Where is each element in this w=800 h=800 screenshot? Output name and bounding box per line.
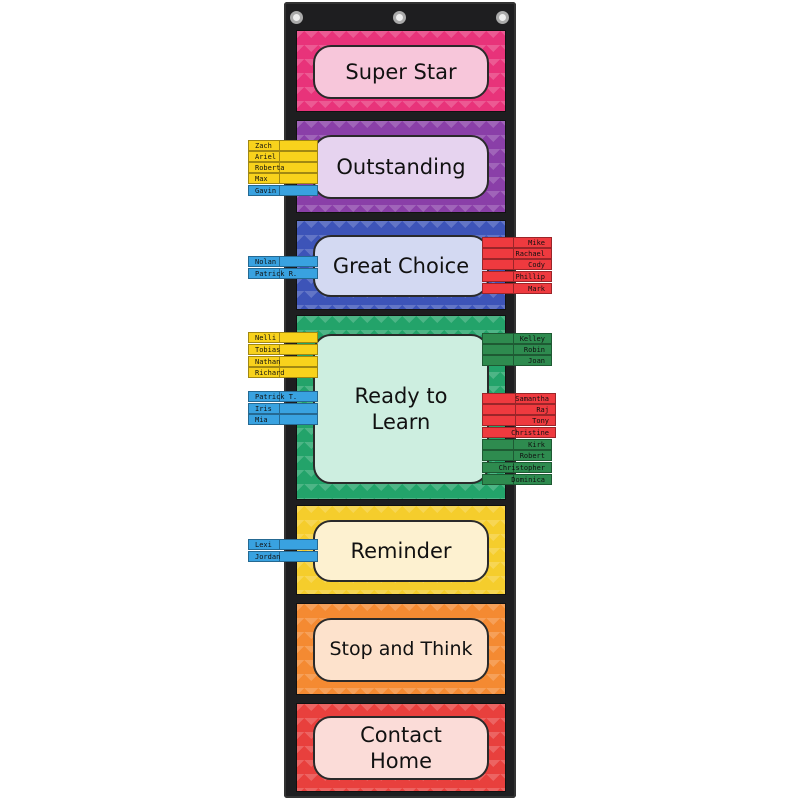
grommet-left-icon xyxy=(290,11,303,24)
clip-name[interactable]: Christine xyxy=(482,427,556,438)
clip-name[interactable]: Robert xyxy=(482,450,552,461)
clip-name[interactable]: Christopher xyxy=(482,462,552,473)
clip-name[interactable]: Lexi xyxy=(248,539,318,550)
clip-name[interactable]: Zach xyxy=(248,140,318,151)
clip-name[interactable]: Phillip xyxy=(482,271,552,282)
clip-name[interactable]: Jordan xyxy=(248,551,318,562)
clip-name[interactable]: Raj xyxy=(482,404,556,415)
card-label: Reminder xyxy=(313,520,489,582)
card-outstanding: Outstanding xyxy=(296,120,506,213)
card-contact-home: Contact Home xyxy=(296,703,506,792)
card-label: Stop and Think xyxy=(313,618,489,682)
card-label: Outstanding xyxy=(313,135,489,199)
card-label: Contact Home xyxy=(313,716,489,780)
card-super-star: Super Star xyxy=(296,30,506,112)
clip-name[interactable]: Joan xyxy=(482,355,552,366)
clip-name[interactable]: Rachael xyxy=(482,248,552,259)
card-label: Great Choice xyxy=(313,235,489,297)
card-reminder: Reminder xyxy=(296,505,506,595)
clip-name[interactable]: Mark xyxy=(482,283,552,294)
clip-name[interactable]: Nolan xyxy=(248,256,318,267)
clip-name[interactable]: Richard xyxy=(248,367,318,378)
clip-name[interactable]: Kelley xyxy=(482,333,552,344)
clip-name[interactable]: Kirk xyxy=(482,439,552,450)
clip-name[interactable]: Tobias xyxy=(248,344,318,355)
clip-name[interactable]: Nathan xyxy=(248,356,318,367)
clip-name[interactable]: Cody xyxy=(482,259,552,270)
clip-name[interactable]: Patrick T. xyxy=(248,391,318,402)
clip-name[interactable]: Iris xyxy=(248,403,318,414)
clip-name[interactable]: Nelli xyxy=(248,332,318,343)
clip-name[interactable]: Dominica xyxy=(482,474,552,485)
grommet-center-icon xyxy=(393,11,406,24)
clip-name[interactable]: Ariel xyxy=(248,151,318,162)
clip-name[interactable]: Robin xyxy=(482,344,552,355)
clip-name[interactable]: Max xyxy=(248,173,318,184)
clip-name[interactable]: Samantha xyxy=(482,393,556,404)
clip-name[interactable]: Mike xyxy=(482,237,552,248)
card-label: Ready to Learn xyxy=(313,334,489,484)
clip-name[interactable]: Gavin xyxy=(248,185,318,196)
clip-name[interactable]: Patrick R. xyxy=(248,268,318,279)
card-stop-and-think: Stop and Think xyxy=(296,603,506,695)
card-ready-to-learn: Ready to Learn xyxy=(296,315,506,500)
grommet-right-icon xyxy=(496,11,509,24)
clip-name[interactable]: Roberta xyxy=(248,162,318,173)
card-label: Super Star xyxy=(313,45,489,99)
card-great-choice: Great Choice xyxy=(296,220,506,310)
clip-name[interactable]: Mia xyxy=(248,414,318,425)
clip-name[interactable]: Tony xyxy=(482,415,556,426)
